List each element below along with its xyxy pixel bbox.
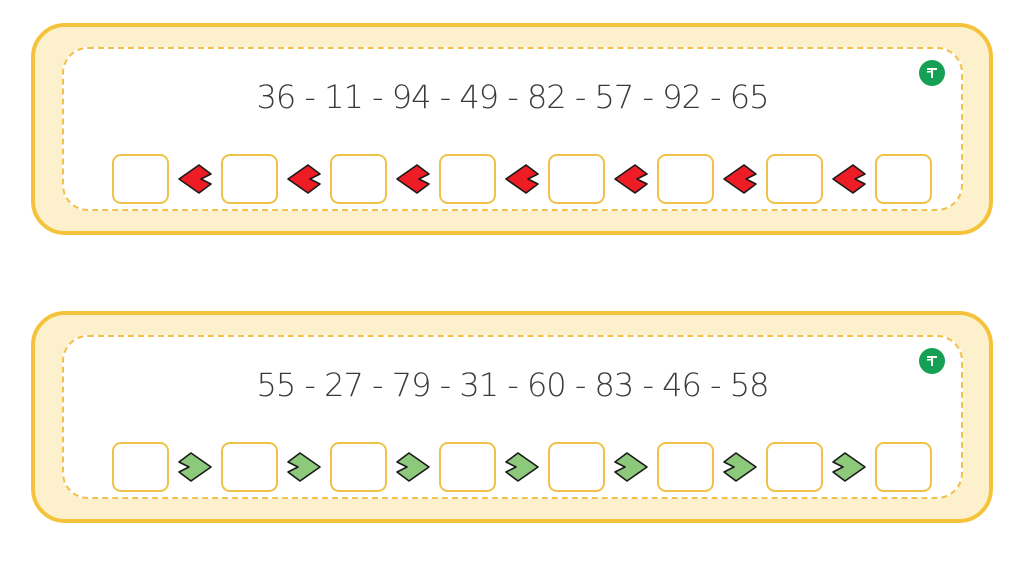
chevron-left-icon: [169, 154, 221, 204]
dashed-panel: 55 - 27 - 79 - 31 - 60 - 83 - 46 - 58: [62, 335, 963, 499]
answer-box[interactable]: [221, 154, 278, 204]
worksheet-card-ascending: 55 - 27 - 79 - 31 - 60 - 83 - 46 - 58: [31, 311, 993, 523]
chevron-right-icon: [823, 442, 875, 492]
answer-box[interactable]: [875, 154, 932, 204]
answer-box[interactable]: [112, 154, 169, 204]
chevron-right-icon: [496, 442, 548, 492]
answer-box[interactable]: [330, 442, 387, 492]
chevron-right-icon: [605, 442, 657, 492]
chevron-left-icon: [714, 154, 766, 204]
chevron-right-icon: [278, 442, 330, 492]
answer-box[interactable]: [439, 154, 496, 204]
teacher-logo-icon: [919, 60, 945, 86]
chevron-left-icon: [496, 154, 548, 204]
answer-box[interactable]: [657, 154, 714, 204]
answer-box[interactable]: [548, 442, 605, 492]
chevron-left-icon: [605, 154, 657, 204]
answer-box[interactable]: [221, 442, 278, 492]
answer-box[interactable]: [330, 154, 387, 204]
chevron-left-icon: [387, 154, 439, 204]
answer-box[interactable]: [548, 154, 605, 204]
answer-row: [112, 152, 932, 206]
chevron-right-icon: [169, 442, 221, 492]
worksheet-card-descending: 36 - 11 - 94 - 49 - 82 - 57 - 92 - 65: [31, 23, 993, 235]
teacher-logo-icon: [919, 348, 945, 374]
answer-box[interactable]: [875, 442, 932, 492]
chevron-left-icon: [823, 154, 875, 204]
number-sequence: 36 - 11 - 94 - 49 - 82 - 57 - 92 - 65: [256, 78, 770, 116]
answer-row: [112, 440, 932, 494]
chevron-right-icon: [387, 442, 439, 492]
answer-box[interactable]: [766, 154, 823, 204]
answer-box[interactable]: [112, 442, 169, 492]
chevron-left-icon: [278, 154, 330, 204]
number-sequence: 55 - 27 - 79 - 31 - 60 - 83 - 46 - 58: [256, 366, 770, 404]
chevron-right-icon: [714, 442, 766, 492]
answer-box[interactable]: [439, 442, 496, 492]
answer-box[interactable]: [766, 442, 823, 492]
dashed-panel: 36 - 11 - 94 - 49 - 82 - 57 - 92 - 65: [62, 47, 963, 211]
answer-box[interactable]: [657, 442, 714, 492]
